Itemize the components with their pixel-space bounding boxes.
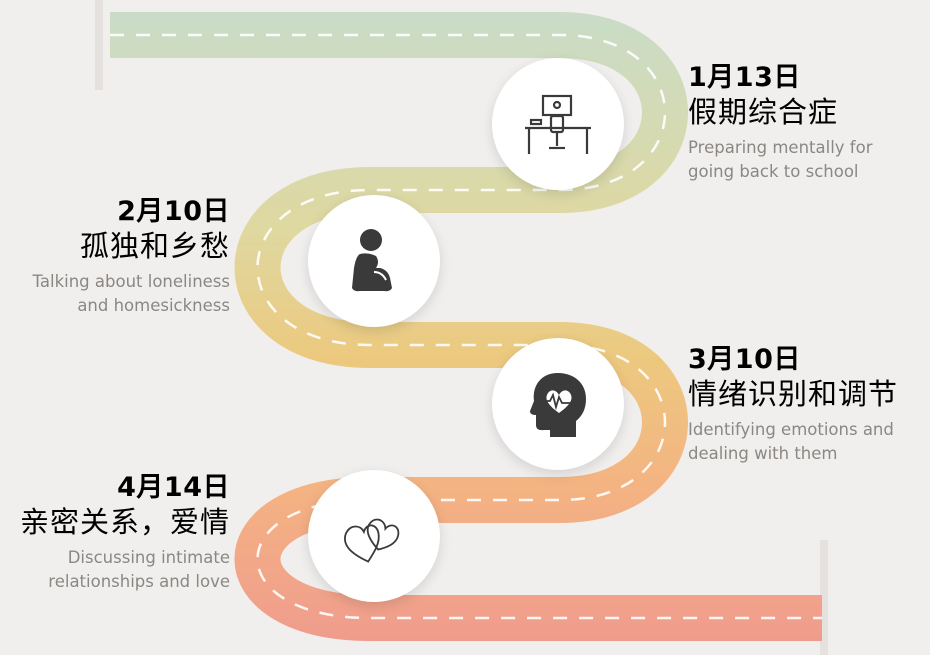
edge-shadow	[95, 0, 103, 90]
edge-shadow	[820, 540, 828, 655]
milestone-1: 1月13日 假期综合症 Preparing mentally for going…	[688, 62, 873, 184]
milestone-2-title: 孤独和乡愁	[79, 229, 230, 263]
milestone-2: 2月10日 孤独和乡愁 Talking about loneliness and…	[0, 196, 230, 318]
milestone-3-date: 3月10日	[688, 344, 801, 375]
milestone-1-title: 假期综合症	[688, 95, 839, 129]
milestone-4-date: 4月14日	[117, 472, 230, 503]
milestone-3: 3月10日 情绪识别和调节 Identifying emotions and d…	[688, 344, 898, 466]
milestone-2-desc-line1: Talking about loneliness	[32, 272, 230, 291]
milestone-4-title: 亲密关系，爱情	[19, 505, 230, 539]
milestone-1-circle	[492, 58, 624, 190]
milestone-3-desc-line1: Identifying emotions and	[688, 420, 894, 439]
milestone-3-circle	[492, 338, 624, 470]
milestone-1-desc-line2: going back to school	[688, 162, 859, 181]
milestone-2-date: 2月10日	[117, 196, 230, 227]
milestone-4-desc-line2: relationships and love	[48, 572, 230, 591]
milestone-3-title: 情绪识别和调节	[688, 377, 899, 411]
milestone-1-date: 1月13日	[688, 62, 801, 93]
desk-computer-icon	[525, 94, 591, 154]
two-hearts-icon	[344, 518, 400, 563]
milestone-4: 4月14日 亲密关系，爱情 Discussing intimate relati…	[0, 472, 230, 594]
lonely-person-icon	[352, 229, 392, 292]
milestone-2-desc-line2: and homesickness	[77, 296, 230, 315]
head-heartbeat-icon	[530, 373, 586, 437]
milestone-4-desc-line1: Discussing intimate	[67, 548, 230, 567]
milestone-4-circle	[308, 470, 440, 602]
milestone-1-desc-line1: Preparing mentally for	[688, 138, 873, 157]
milestone-2-circle	[308, 195, 440, 327]
road-lane-dashes	[110, 33, 822, 620]
milestone-3-desc-line2: dealing with them	[688, 444, 838, 463]
